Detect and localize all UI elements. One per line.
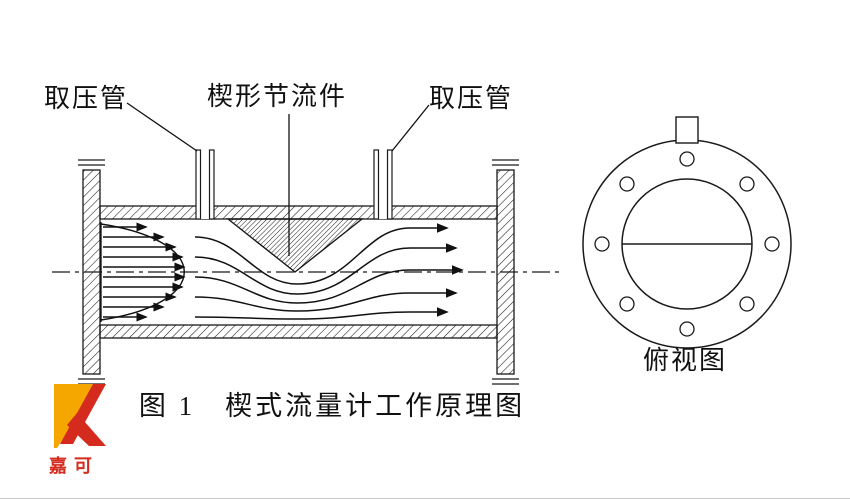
- bottom-divider: [0, 498, 850, 499]
- flow-streamlines: [194, 223, 464, 320]
- left-pressure-tap-tube: [195, 149, 215, 220]
- logo-mark: [54, 384, 106, 448]
- leader-lines: [126, 102, 430, 256]
- inlet-velocity-profile: [100, 222, 186, 322]
- figure-caption: 图 1 楔式流量计工作原理图: [138, 391, 526, 421]
- wedge-element: [225, 218, 365, 273]
- right-pressure-tap-tube: [373, 149, 393, 220]
- label-right-pressure-tap: 取压管: [429, 84, 514, 113]
- top-view: [582, 116, 792, 349]
- label-left-pressure-tap: 取压管: [44, 84, 129, 113]
- logo-text: 嘉可: [49, 456, 99, 476]
- label-top-view: 俯视图: [643, 346, 728, 375]
- label-wedge-element: 楔形节流件: [207, 82, 348, 111]
